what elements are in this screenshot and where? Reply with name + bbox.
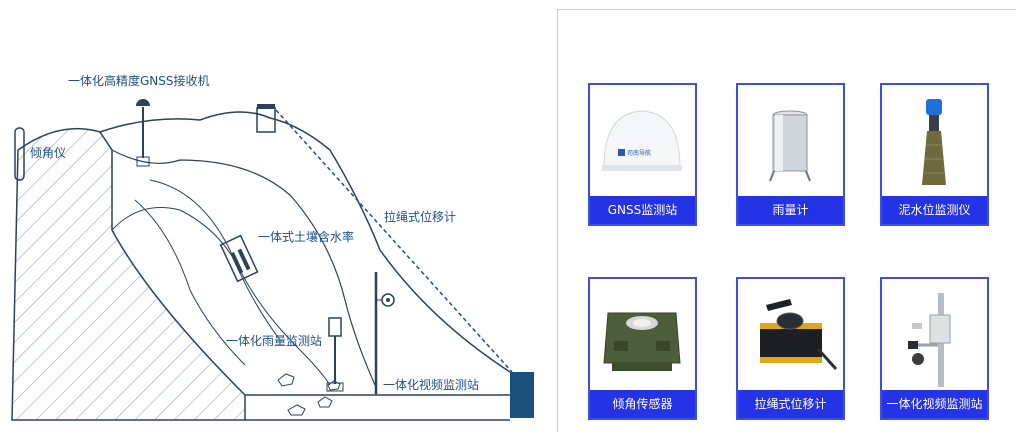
rain-station-icon bbox=[326, 317, 344, 392]
gnss-receiver-icon bbox=[136, 99, 150, 167]
camera-pole-icon bbox=[908, 293, 951, 387]
label-rain-station: 一体化雨量监测站 bbox=[226, 334, 323, 348]
draw-wire-cable bbox=[275, 109, 513, 373]
gnss-brand: 司南导航 bbox=[627, 149, 651, 157]
rock bbox=[277, 373, 295, 387]
label-gnss-receiver: 一体化高精度GNSS接收机 bbox=[68, 74, 210, 88]
product-card-video-station[interactable]: 一体化视频监测站 bbox=[880, 277, 989, 420]
product-card-rain-gauge[interactable]: 雨量计 bbox=[736, 83, 845, 226]
radar-level-icon bbox=[922, 99, 946, 185]
product-card-water-level[interactable]: 泥水位监测仪 bbox=[880, 83, 989, 226]
product-card-gnss[interactable]: 司南导航 GNSS监测站 bbox=[588, 83, 697, 226]
product-card-draw-wire[interactable]: 拉绳式位移计 bbox=[736, 277, 845, 420]
product-label-video-station: 一体化视频监测站 bbox=[882, 390, 987, 418]
bedrock bbox=[11, 127, 246, 421]
tilt-sensor-icon bbox=[603, 312, 681, 371]
inclinometer-icon bbox=[14, 127, 25, 181]
slope-monitoring-diagram: 一体化高精度GNSS接收机 倾角仪 拉绳式位移计 一体式土壤含水率 一体化雨量监… bbox=[11, 74, 534, 421]
slope-drawing bbox=[11, 99, 534, 421]
draw-wire-icon bbox=[760, 299, 838, 371]
label-inclinometer: 倾角仪 bbox=[30, 146, 67, 160]
gnss-dome-icon: 司南导航 bbox=[602, 110, 682, 171]
landslide-mass bbox=[111, 149, 376, 386]
rain-gauge-icon bbox=[769, 110, 811, 182]
product-label-tilt-sensor: 倾角传感器 bbox=[590, 390, 695, 418]
label-video-station: 一体化视频监测站 bbox=[383, 378, 480, 392]
product-label-water-level: 泥水位监测仪 bbox=[882, 196, 987, 224]
product-label-draw-wire: 拉绳式位移计 bbox=[738, 390, 843, 418]
anchor-block bbox=[510, 372, 534, 418]
slope-outline bbox=[99, 111, 511, 373]
label-draw-wire: 拉绳式位移计 bbox=[384, 210, 457, 224]
rock bbox=[327, 380, 341, 391]
product-panel: 司南导航 GNSS监测站 雨量计 泥水位监测仪 bbox=[557, 9, 1016, 432]
video-station-icon bbox=[374, 272, 395, 394]
soil-moisture-sensor-icon bbox=[219, 234, 259, 283]
rock bbox=[287, 404, 306, 416]
rock bbox=[317, 396, 333, 408]
label-soil-moisture: 一体式土壤含水率 bbox=[258, 230, 355, 244]
product-label-rain-gauge: 雨量计 bbox=[738, 196, 843, 224]
product-label-gnss: GNSS监测站 bbox=[590, 196, 695, 224]
product-card-tilt-sensor[interactable]: 倾角传感器 bbox=[588, 277, 697, 420]
draw-wire-box-icon bbox=[256, 104, 276, 133]
